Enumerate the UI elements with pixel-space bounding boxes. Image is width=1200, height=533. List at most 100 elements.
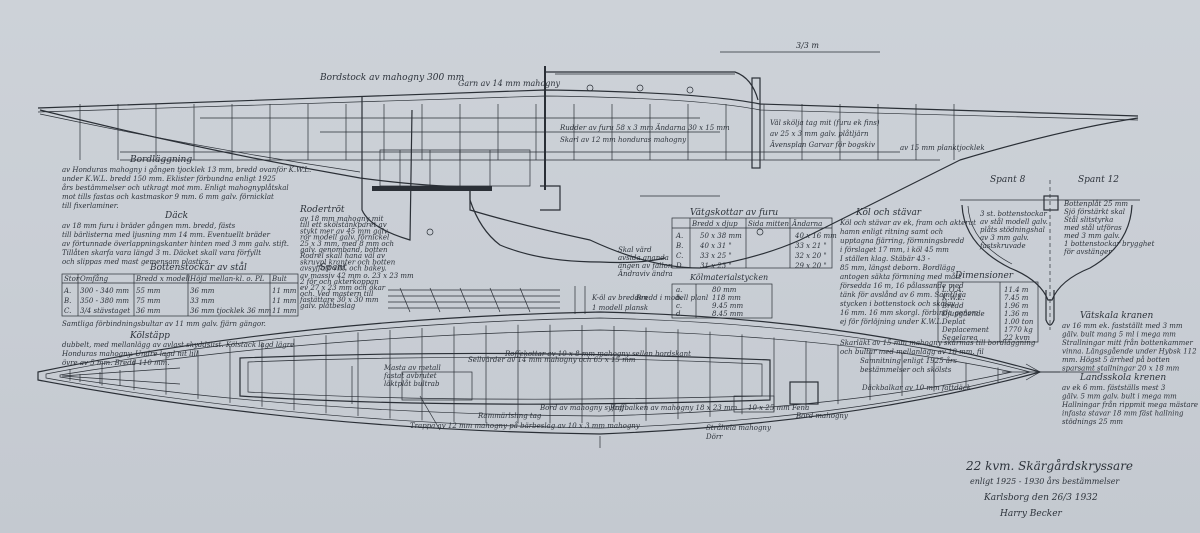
- keel-lines: Köl och stävar av ek, fram och akterutha…: [839, 219, 979, 326]
- holk-cell: 9.45 mm: [712, 302, 743, 310]
- kol-label: Skal värd: [618, 246, 652, 254]
- spant-line: av massiv 42 mm o. 23 x 23 mm: [300, 272, 414, 280]
- dimension-value: 11.4 m: [1004, 286, 1029, 294]
- mast-line-1: fastat avbrutet: [383, 372, 437, 380]
- holk-cell: 8.45 mm: [712, 310, 743, 318]
- right-line: infasta stavar 18 mm fäst hallning: [1062, 410, 1184, 418]
- spant12-note: Bottenplåt 25 mm: [1063, 199, 1128, 208]
- dack-line: av 18 mm furu i bräder gången mm. bredd,…: [62, 221, 236, 230]
- wood-cell: 40 x 16 mm: [794, 232, 837, 240]
- dimensions-heading: Dimensioner: [954, 271, 1014, 281]
- wood-cell: 33 x 25 ": [700, 252, 732, 260]
- deck-note: Skarl av 12 mm honduras mahogny: [560, 136, 687, 144]
- dimension-value: 1.96 m: [1004, 302, 1029, 310]
- stem-note: Ävensplan Garvar för bogskiv: [769, 140, 875, 149]
- hull-plan-view: [37, 311, 1100, 448]
- rodertrot-line: av 18 mm mahogny mit: [300, 215, 384, 223]
- dimension-label: Bredd: [941, 302, 964, 310]
- keel-after-2: och bultar med mellanlägg av 18 mm. fil: [840, 348, 984, 356]
- wood-header: Bredd x djup: [691, 220, 738, 228]
- top-notes: 3/3 m Bordstock av mahogny 300 mm Garn a…: [319, 41, 985, 152]
- right-line: sparsamt stallningar 20 x 18 mm: [1062, 365, 1180, 373]
- bord-line: till fixerlaminer.: [62, 202, 119, 210]
- plan-mid-3: Rammärlsling tag: [477, 412, 542, 420]
- wood-cell: D.: [675, 262, 684, 270]
- spant12-note: för avstänger: [1063, 248, 1112, 256]
- table-cell: 3/4 stävstaget: [80, 307, 130, 315]
- spant8-note: fastskruvade: [979, 242, 1026, 250]
- title-block: 22 kvm. Skärgårdskryssare enligt 1925 - …: [965, 458, 1133, 519]
- spant8-note: plåts stödningshal: [980, 225, 1045, 234]
- rodertrot-line: till ett skölstänkparet av: [300, 221, 387, 229]
- wood-cell: 40 x 31 ": [699, 242, 732, 250]
- table-cell: 36 mm tjocklek 36 mm: [190, 307, 272, 315]
- rodertrot-line: skruvpl kranter och botten: [300, 258, 396, 266]
- title-line-2: enligt 1925 - 1930 års bestämmelser: [970, 477, 1120, 486]
- right-line: gälv. bult mang 5 ml i mega mm: [1062, 331, 1176, 339]
- table-cell: 300 - 340 mm: [80, 287, 129, 295]
- keel-after-3: Samnitning enligt 1925 års: [860, 356, 957, 365]
- kol-label: Ändraviv ändra: [617, 269, 673, 278]
- scale-mark: 3/3 m: [796, 41, 819, 50]
- dimension-value: 1.36 m: [1004, 310, 1029, 318]
- left-spec-text: Bordläggning av Honduras mahogny i gånge…: [61, 155, 311, 367]
- wood-cell: 32 x 20 ": [795, 252, 827, 260]
- keel-line: 16 mm. 16 mm skorgl. förbinda genom: [840, 309, 979, 317]
- rudder-note: av 25 x 3 mm galv. plåtljärn: [770, 129, 869, 138]
- table-cell: 75 mm: [136, 297, 161, 305]
- spant8-note: av stål modell galv.: [980, 217, 1048, 226]
- keel-line: antogen säkta förmning med mått: [840, 272, 961, 281]
- table-cell: 36 mm: [190, 287, 215, 295]
- keel-heading: Köl och stävar: [855, 208, 922, 218]
- spant12-note: med stål utföras: [1064, 223, 1122, 232]
- right-line: stödnings 25 mm: [1062, 418, 1123, 426]
- holk-cell: 118 mm: [712, 294, 741, 302]
- right-line: gälv. 5 mm galv. bult i mega mm: [1062, 393, 1177, 401]
- dimension-label: Djupgående: [941, 309, 985, 318]
- visible-wood: Väl skölja tag mit (furu ek fins): [770, 119, 880, 127]
- dimension-value: 7.45 m: [1004, 294, 1029, 302]
- spant12-note: Stål slitstyrka: [1064, 215, 1113, 224]
- dimension-value: 1.00 ton: [1004, 318, 1034, 326]
- wood-header: Sida mitten: [748, 220, 790, 228]
- table-header: Bredd x modell: [135, 275, 190, 283]
- right-line: av ek 6 mm. fästställs mest 3: [1062, 384, 1166, 392]
- title-line-3: Karlsborg den 26/3 1932: [983, 493, 1098, 503]
- wood-heading: Vätgskottar av furu: [690, 208, 778, 218]
- bord-line: mot tills fastas och kastmaskor 9 mm. 6 …: [62, 193, 274, 201]
- plan-right: Bord mahogny: [795, 412, 849, 420]
- kol-label: ängen av fallon: [618, 262, 673, 270]
- table-header: Stor: [64, 275, 80, 283]
- garnering-note: Garn av 14 mm mahogny: [458, 79, 561, 88]
- keel-line: hamn enligt ritning samt och: [840, 228, 943, 236]
- table-header: Omfång: [80, 274, 109, 283]
- dimension-label: K.W.L.: [941, 294, 965, 302]
- table-cell: 33 mm: [190, 297, 215, 305]
- bottenstock-heading: Bottenstockar av stål: [149, 261, 247, 273]
- bordstock-note: Bordstock av mahogny 300 mm: [319, 73, 464, 83]
- dack-line: av förtunnade överlappningskanter hinten…: [62, 240, 289, 248]
- spant-line: galv. plåtbeslag: [300, 301, 356, 310]
- right-line: mm. Högst 5 ärrhed på botten: [1062, 355, 1170, 364]
- rodertrot-line: galv. genomband, botten: [300, 246, 388, 254]
- plan-side-2: Dörr: [705, 433, 723, 441]
- table-cell: 55 mm: [136, 287, 161, 295]
- holk-cell: a.: [676, 286, 682, 294]
- keel-after-1: Skarläkt av 15 mm mahogny skärmas till b…: [840, 339, 1036, 347]
- spant8-note: av 3 mm galv.: [980, 234, 1029, 242]
- strip-note: K-öl av bredden: [591, 294, 648, 302]
- kol-label: avsida ananda: [618, 254, 669, 262]
- keel-line: I ställen klag. Stäbär 43 -: [839, 255, 931, 263]
- cockpit-label: Roffbalken av mahogny 18 x 23 mm: [609, 404, 738, 412]
- dack-lines: av 18 mm furu i bräder gången mm. bredd,…: [62, 221, 289, 266]
- signature: Harry Becker: [999, 509, 1063, 519]
- keel-line: stycken i bottenstock och skölav: [840, 300, 955, 308]
- strip-note-3: Bredd i modell planl: [635, 294, 708, 302]
- rodertrot-line: stykt mer av 45 mm galv.: [300, 227, 389, 235]
- spant-line: och. Ved mastern till: [300, 290, 373, 298]
- wood-cell: 31 x 23 ": [700, 262, 732, 270]
